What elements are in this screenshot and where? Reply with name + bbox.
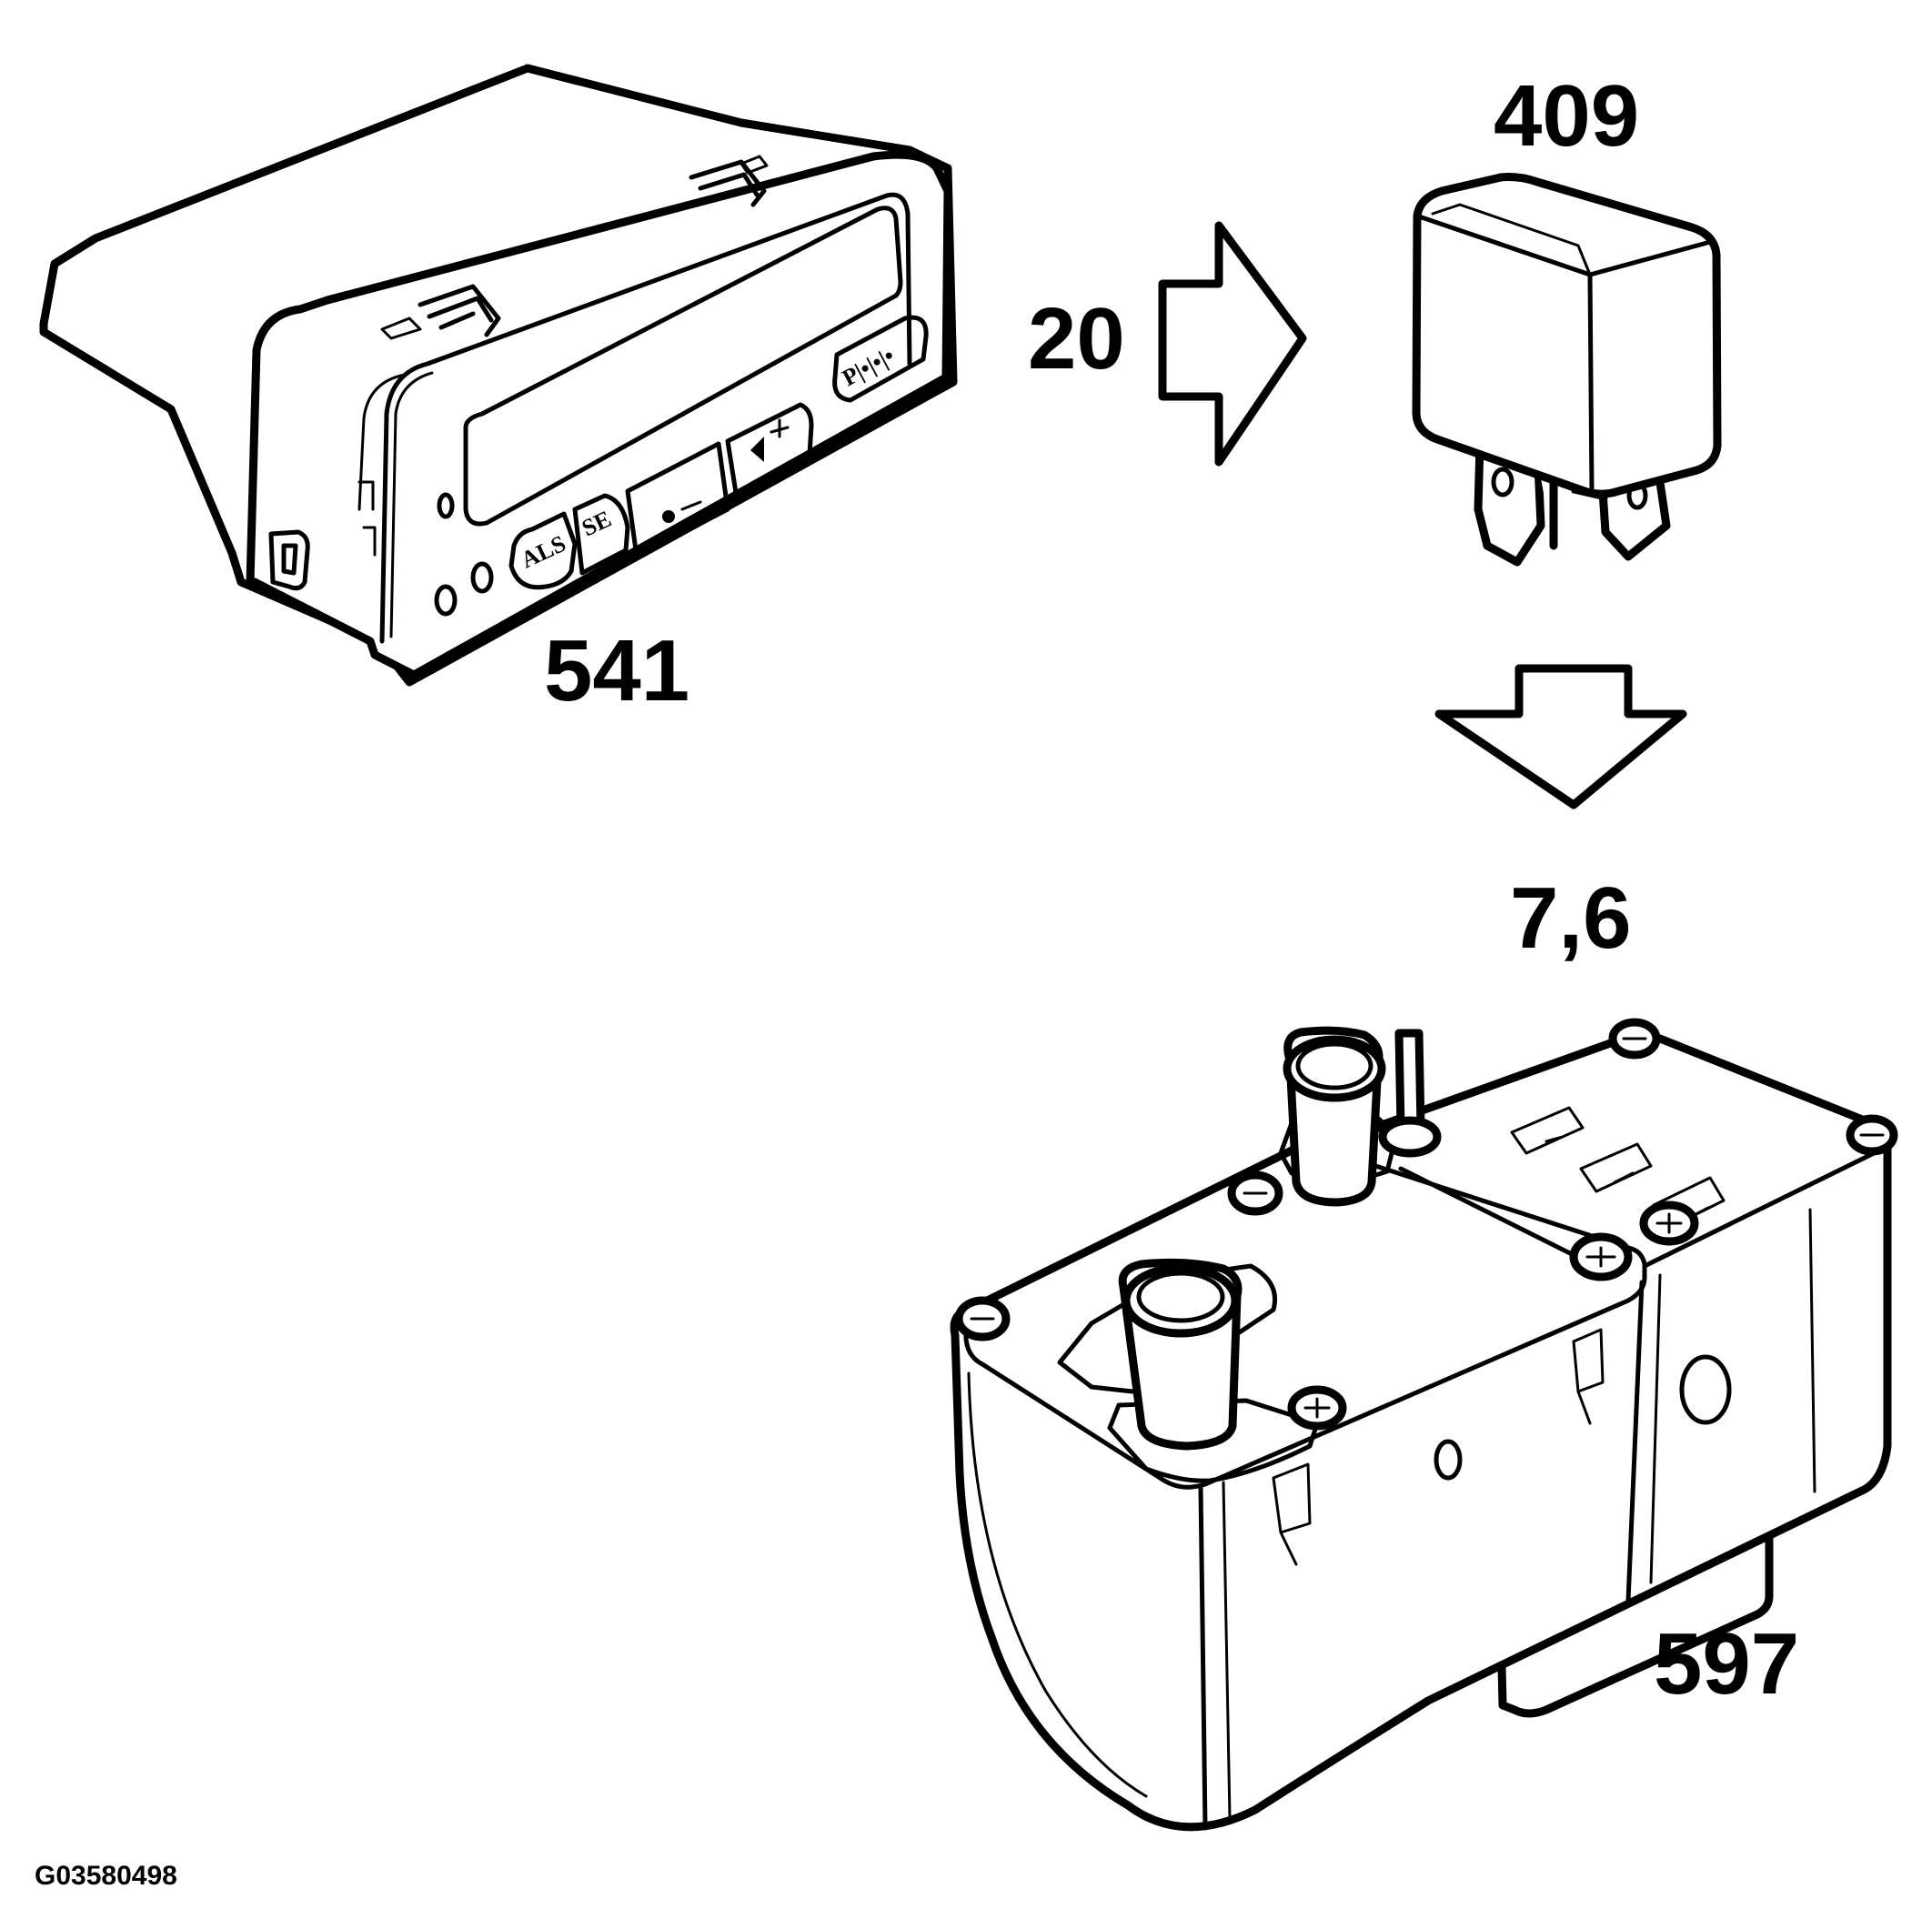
label-597: 597 bbox=[1654, 1615, 1799, 1713]
relay-409 bbox=[1412, 173, 1722, 567]
arrow-right bbox=[1158, 221, 1307, 467]
label-20: 20 bbox=[1028, 290, 1125, 387]
figure-code: G03580498 bbox=[35, 1861, 177, 1891]
arrow-down bbox=[1434, 664, 1687, 809]
label-541: 541 bbox=[544, 622, 689, 719]
label-7-6: 7,6 bbox=[1510, 869, 1631, 967]
label-409: 409 bbox=[1494, 67, 1639, 165]
heater-597 bbox=[950, 1018, 1898, 1832]
control-panel-541: ALS SE P|•|•|• bbox=[39, 64, 958, 687]
screws bbox=[954, 1018, 1898, 1431]
